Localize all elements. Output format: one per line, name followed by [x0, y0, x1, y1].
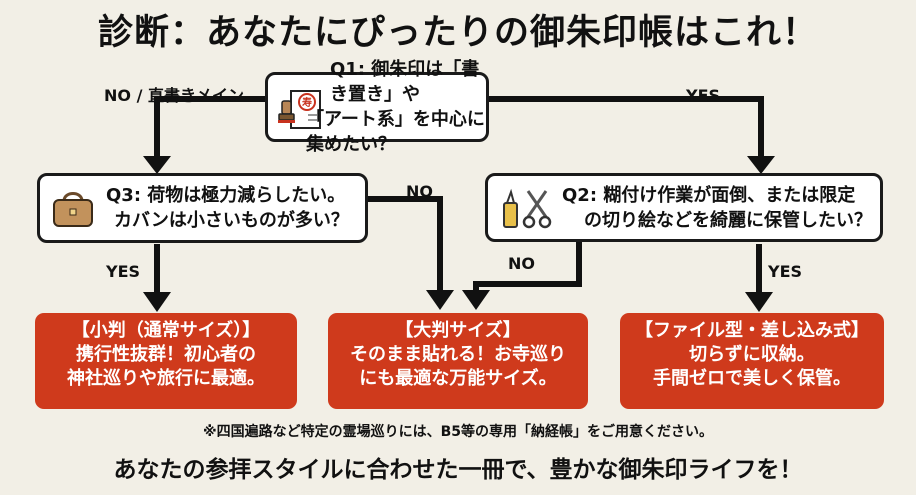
q2-line2: の切り絵などを綺麗に保管したい？ [584, 209, 872, 231]
result-large-title: 【大判サイズ】 [395, 320, 521, 341]
result-large-line2: そのまま貼れる！お寺巡り [350, 344, 566, 365]
handbag-icon [53, 192, 93, 227]
result-file-line3: 手間ゼロで美しく保管。 [653, 368, 851, 389]
q2-line1: Q2: 糊付け作業が面倒、または限定 [562, 184, 856, 206]
arrow-q3-no [366, 196, 443, 292]
arrow-q1-no [154, 96, 267, 158]
stamp-glyph: 寿 [302, 96, 312, 109]
result-small-size: 【小判（通常サイズ）】 携行性抜群！初心者の 神社巡りや旅行に最適。 [35, 313, 297, 409]
result-file-type: 【ファイル型・差し込み式】 切らずに収納。 手間ゼロで美しく保管。 [620, 313, 884, 409]
result-file-title: 【ファイル型・差し込み式】 [635, 320, 869, 341]
page-title: 診断：あなたにぴったりの御朱印帳はこれ！ [97, 13, 818, 53]
glue-scissors-icon [503, 188, 552, 228]
footer-message: あなたの参拝スタイルに合わせた一冊で、豊かな御朱印ライフを！ [113, 457, 803, 483]
result-small-title: 【小判（通常サイズ）】 [71, 320, 261, 341]
label-q2-yes: YES [768, 262, 803, 281]
label-q1-no: NO / 直書きメイン [104, 86, 244, 105]
result-large-line3: にも最適な万能サイズ。 [359, 368, 557, 389]
arrow-q2-no [473, 242, 582, 292]
label-q1-yes: YES [686, 86, 721, 105]
q1-line1: Q1: 御朱印は「書き置き」や [330, 59, 480, 105]
arrow-q1-yes [487, 96, 764, 158]
result-small-line3: 神社巡りや旅行に最適。 [67, 368, 265, 389]
q1-line2: 「アート系」を中心に集めたい？ [306, 109, 485, 155]
question-box-q3: Q3: 荷物は極力減らしたい。 カバンは小さいものが多い？ [37, 173, 368, 243]
question-box-q2: Q2: 糊付け作業が面倒、または限定 の切り絵などを綺麗に保管したい？ [485, 173, 883, 242]
q3-line1: Q3: 荷物は極力減らしたい。 [106, 185, 346, 206]
stamp-document-icon: 寿 [278, 90, 321, 129]
result-small-line2: 携行性抜群！初心者の [76, 344, 256, 365]
label-q2-no: NO [508, 254, 535, 273]
label-q3-no: NO [406, 182, 433, 201]
result-large-size: 【大判サイズ】 そのまま貼れる！お寺巡り にも最適な万能サイズ。 [328, 313, 588, 409]
label-q3-yes: YES [106, 262, 141, 281]
q3-line2: カバンは小さいものが多い？ [114, 210, 349, 231]
result-file-line2: 切らずに収納。 [689, 344, 815, 365]
footnote: ※四国遍路など特定の霊場巡りには、B5等の専用「納経帳」をご用意ください。 [202, 424, 714, 440]
question-box-q1: 寿 Q1: 御朱印は「書き置き」や 「アート系」を中心に集めたい？ [265, 59, 489, 155]
